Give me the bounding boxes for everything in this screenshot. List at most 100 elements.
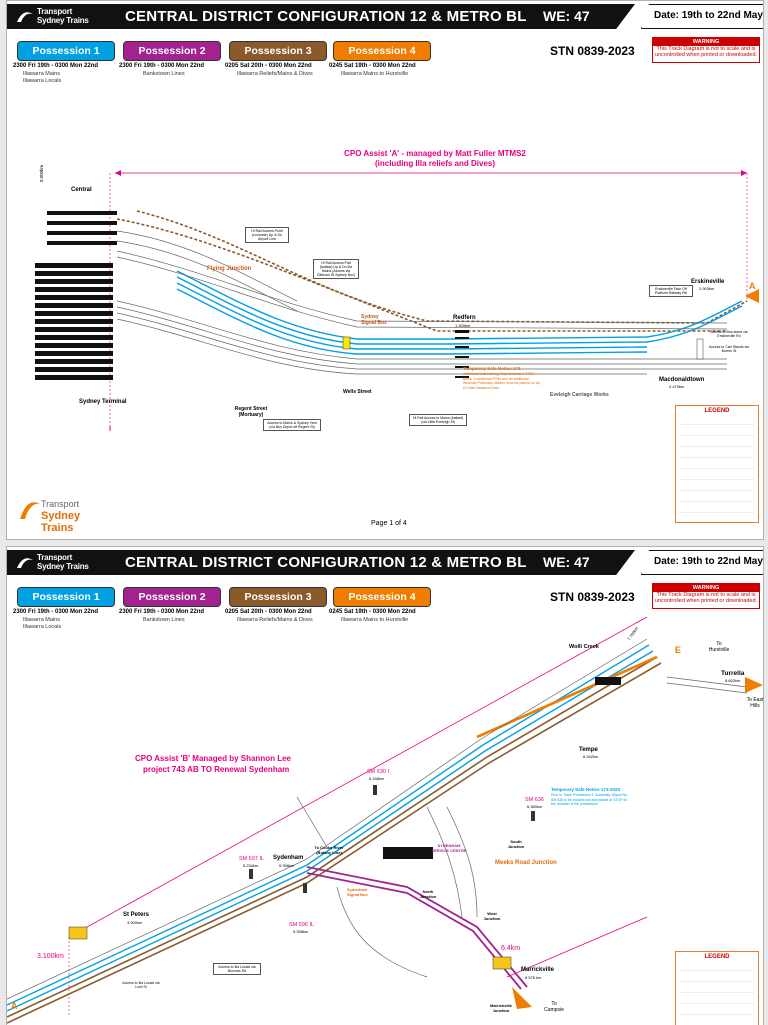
km-erskineville: 2.903km (699, 286, 715, 291)
access-note-6: Access to Bus stand via Erskineville Rd (710, 330, 748, 338)
possession-2-line: Bankstown Lines (143, 71, 185, 77)
access-note-5: Erskineville Take Off Platform Railway P… (649, 285, 693, 297)
header: Transport Sydney Trains CENTRAL DISTRICT… (7, 1, 763, 31)
possession-2-badge-2: Possession 2 (123, 587, 221, 607)
station-wolli-creek: Wolli Creek (569, 644, 599, 650)
date-box-2: Date: 19th to 22nd May '23 (641, 550, 763, 575)
km-sydenham: 5.398km (279, 863, 295, 868)
signal-sm597-label: SM 597 IL (239, 856, 265, 862)
redfern-platforms (455, 330, 469, 378)
access-note-2: Hi Rail Access Pad (ballast) Up & Dn Ill… (313, 259, 359, 279)
possession-4-line-2: Illawarra Mains to Hurstville (341, 617, 409, 623)
access-note-4: Hi Rail Access to Mains (ballast) (via L… (409, 414, 467, 426)
signal-sm630-km: 6.158km (369, 776, 385, 781)
date-label: Date: 19th to 22nd May '23 (654, 10, 763, 21)
sydney-signal-box-label: Sydney Signal Box (361, 314, 387, 326)
warning-text: This Track Diagram is not to scale and i… (654, 46, 758, 58)
station-sydney-terminal: Sydney Terminal (79, 399, 127, 405)
possession-1-time: 2300 Fri 19th - 0300 Mon 22nd (13, 63, 99, 69)
km-macdonaldtown: 2.470km (669, 384, 685, 389)
week-label: WE: 47 (543, 8, 590, 24)
header-2: Transport Sydney Trains CENTRAL DISTRICT… (7, 547, 763, 577)
logo-line-2: Sydney Trains (37, 16, 89, 25)
signals-2 (249, 785, 535, 893)
track-diagram-1 (35, 170, 759, 431)
warning-heading: WARNING (653, 38, 759, 46)
km-zero: 0.000km (39, 164, 45, 183)
station-st-peters: St Peters (123, 912, 150, 918)
tsn-title-2: Temporary Safe Notice 173-2023 (551, 787, 620, 792)
marker-a-2: A (11, 1001, 18, 1011)
logo-line-1-2: Transport (37, 553, 73, 562)
possession-4-time-2: 0245 Sat 19th - 0300 Mon 22nd (329, 609, 416, 615)
brown-reliefs-track-3 (7, 662, 662, 1024)
transport-logo-2: Transport Sydney Trains (15, 552, 97, 574)
blue-main-track-2 (7, 650, 654, 1012)
sydney-box-marker (342, 336, 351, 350)
legend-box-1: LEGEND (675, 405, 759, 523)
service-centre-building (383, 847, 433, 859)
marker-a: A (749, 281, 756, 291)
station-tempe: Tempe (579, 747, 598, 753)
cpo-a-title: CPO Assist 'A' - managed by Matt Fuller … (344, 149, 526, 158)
logo-line-2-2: Sydney Trains (37, 562, 89, 571)
transport-logo-icon-2 (17, 558, 33, 568)
header-bar-2 (7, 550, 635, 575)
tsn-text-2: Prior to Track Possession 1, Automatic S… (551, 793, 629, 806)
possession-1-line-b: Illawarra Locals (23, 78, 62, 84)
other-tracks-2 (7, 638, 748, 1000)
possession-4-time: 0245 Sat 19th - 0300 Mon 22nd (329, 63, 416, 69)
to-campsie-label: To Campsie (544, 1001, 564, 1013)
km-marrickville: 6.575 km (525, 975, 542, 980)
marker-a-arrow (745, 289, 759, 303)
other-tracks (116, 230, 728, 375)
footer-logo-line-2: Sydney Trains (41, 510, 81, 534)
station-central: Central (71, 187, 92, 193)
station-turrella: Turrella (721, 670, 745, 677)
station-redfern: Redfern (453, 315, 476, 321)
possession-2-badge: Possession 2 (123, 41, 221, 61)
signal-sm636-label: SM 636 (525, 797, 544, 803)
transport-footer-logo: Transport Sydney Trains (19, 495, 80, 534)
cpo-a-subtitle: (including Illa reliefs and Dives) (374, 159, 496, 168)
eveleigh-label: Eveleigh Carriage Works (550, 392, 609, 398)
cpo-b-span-arrow (68, 616, 648, 938)
to-east-hills-arrow (745, 677, 763, 693)
transport-logo: Transport Sydney Trains (15, 6, 97, 28)
tsn-text-1: Additional Safeworking Requirements A ST… (463, 372, 541, 390)
possession-1-badge: Possession 1 (17, 41, 115, 61)
blue-main-track-3 (7, 644, 650, 1006)
station-erskineville: Erskineville (691, 279, 725, 285)
sheet-page-2: Transport Sydney Trains CENTRAL DISTRICT… (6, 546, 764, 1025)
transport-logo-icon (17, 12, 33, 22)
access-note-3: Access to Mains & Sydney Yard (via Bus D… (263, 419, 321, 431)
possession-1-line-a: Illawarra Mains (23, 71, 60, 77)
km-redfern: 1.300km (455, 323, 471, 328)
south-junction-label: South Junction (507, 839, 525, 849)
marrickville-junction-label: Marrickville Junction (489, 1003, 512, 1013)
station-marrickville: Marrickville (521, 967, 555, 973)
possession-1-line-a-2: Illawarra Mains (23, 617, 60, 623)
legend-box-2: LEGEND (675, 951, 759, 1025)
possession-1-badge-2: Possession 1 (17, 587, 115, 607)
start-marker-icon (68, 926, 88, 940)
km-start: 3.100km (37, 953, 64, 960)
tsn-title-1: Temporary Safe Notice 173 (463, 366, 521, 371)
warning-box: WARNING This Track Diagram is not to sca… (652, 37, 760, 63)
cpo-arrow-left (115, 170, 121, 176)
week-label-2: WE: 47 (543, 554, 590, 570)
sheet-page-1: Transport Sydney Trains CENTRAL DISTRICT… (6, 0, 764, 540)
possession-2-time-2: 2300 Fri 19th - 0300 Mon 22nd (119, 609, 205, 615)
north-junction-label: North Junction (419, 889, 437, 899)
possession-3-line-2: Illawarra Reliefs/Mains & Dives (237, 617, 313, 623)
brown-dives-track (136, 210, 748, 324)
possession-2-line-2: Bankstown Lines (143, 617, 185, 623)
station-sydenham: Sydenham (273, 855, 304, 861)
to-campsie-arrow (512, 987, 532, 1009)
possession-4-badge: Possession 4 (333, 41, 431, 61)
possession-4-badge-2: Possession 4 (333, 587, 431, 607)
macdonaldtown-platform (696, 338, 704, 360)
stn-number-2: STN 0839-2023 (550, 590, 635, 604)
possession-3-time: 0205 Sat 20th - 0300 Mon 22nd (225, 63, 312, 69)
possession-3-line: Illawarra Reliefs/Mains & Dives (237, 71, 313, 77)
